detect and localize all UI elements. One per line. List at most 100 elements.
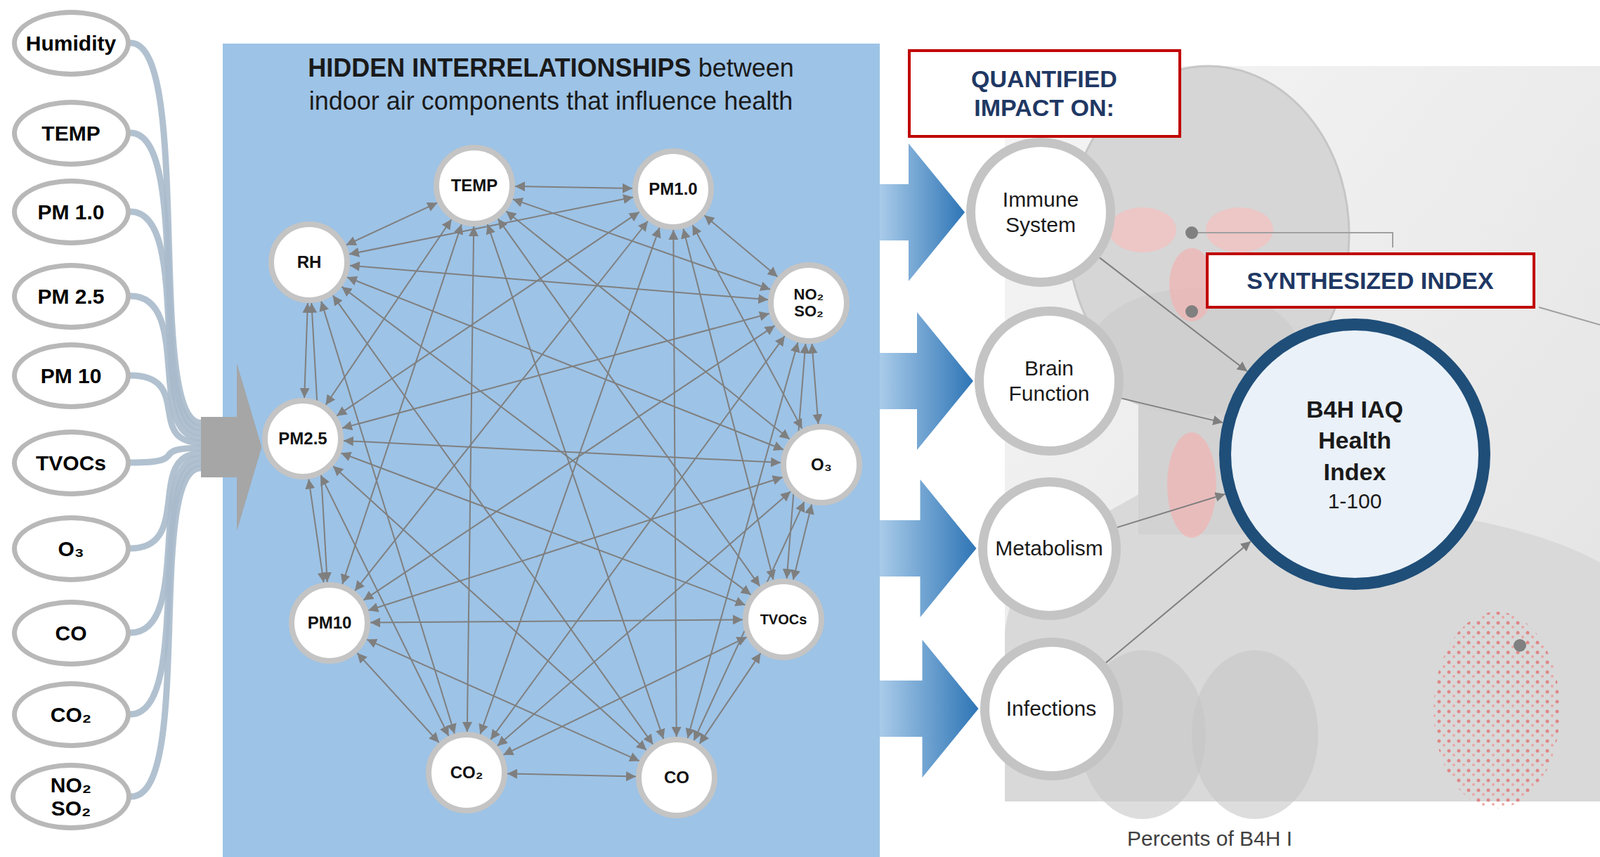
component-circle: PM10 bbox=[288, 581, 371, 664]
label-holder: Percents of B4H I bbox=[1127, 826, 1293, 851]
component-circle: CO₂ bbox=[425, 731, 508, 813]
input-flow-line bbox=[130, 211, 202, 433]
title-emphasis: HIDDEN INTERRELATIONSHIPS bbox=[307, 53, 691, 83]
relation-line bbox=[321, 475, 450, 736]
connector bbox=[812, 343, 819, 424]
connector bbox=[515, 186, 633, 189]
connector bbox=[693, 501, 804, 741]
eye-socket bbox=[1108, 207, 1177, 253]
relation-line bbox=[507, 772, 636, 776]
connector bbox=[130, 363, 263, 530]
connector bbox=[130, 295, 263, 530]
leader-line bbox=[1198, 232, 1393, 248]
lung bbox=[1191, 649, 1319, 819]
input-ellipse: CO₂ bbox=[11, 680, 131, 748]
connector bbox=[503, 636, 747, 755]
block-arrow bbox=[879, 479, 977, 617]
relation-line bbox=[333, 295, 654, 745]
connector bbox=[356, 652, 440, 743]
relation-line bbox=[687, 342, 799, 738]
relation-line bbox=[368, 477, 783, 611]
connector bbox=[366, 639, 640, 762]
input-ellipse: TEMP bbox=[11, 99, 131, 167]
node-text: TEMP bbox=[451, 176, 499, 195]
connector bbox=[130, 363, 263, 633]
component-circle: TVOCs bbox=[742, 578, 825, 660]
input-ellipse: NO₂ SO₂ bbox=[10, 762, 132, 830]
connector bbox=[321, 475, 450, 736]
throat bbox=[1167, 432, 1217, 538]
relation-line bbox=[346, 202, 438, 245]
merge-arrow bbox=[200, 363, 262, 530]
relation-line bbox=[704, 215, 778, 277]
input-flow-line bbox=[130, 132, 202, 428]
relation-line bbox=[812, 343, 819, 424]
panel-title: HIDDEN INTERRELATIONSHIPSbetween indoor … bbox=[283, 51, 818, 119]
connector bbox=[343, 440, 781, 463]
component-circle: TEMP bbox=[433, 144, 516, 227]
connector bbox=[333, 465, 647, 750]
connector bbox=[490, 335, 785, 740]
connector bbox=[879, 311, 974, 450]
leader-line bbox=[1538, 307, 1600, 325]
connector bbox=[1106, 541, 1251, 663]
connector bbox=[130, 132, 263, 530]
node-text: TVOCs bbox=[35, 451, 107, 475]
connector bbox=[479, 227, 660, 735]
input-flow-line bbox=[130, 42, 202, 424]
footer-label: Percents of B4H I bbox=[1127, 826, 1293, 850]
node-text: RH bbox=[297, 252, 322, 272]
relation-line bbox=[326, 219, 452, 405]
connector bbox=[1117, 493, 1226, 528]
relation-line bbox=[311, 302, 327, 582]
connector bbox=[793, 503, 812, 580]
node-text: O₃ bbox=[810, 455, 832, 474]
connector bbox=[879, 479, 977, 617]
node-text: CO₂ bbox=[50, 702, 92, 726]
input-flow-line bbox=[130, 453, 202, 549]
component-circle: O₃ bbox=[780, 423, 863, 506]
node-text: 1-100 bbox=[1328, 486, 1383, 515]
marker-dot bbox=[1513, 638, 1527, 652]
connector bbox=[342, 224, 462, 584]
connector bbox=[498, 218, 761, 587]
connector bbox=[505, 210, 790, 439]
component-circle: CO bbox=[635, 736, 718, 818]
node-text: Brain Function bbox=[990, 355, 1107, 407]
relation-line bbox=[333, 465, 647, 750]
relation-line bbox=[349, 196, 634, 254]
input-ellipse: PM 2.5 bbox=[11, 262, 131, 330]
relation-line bbox=[1099, 257, 1248, 372]
block-arrow bbox=[879, 639, 979, 778]
component-circle: PM1.0 bbox=[632, 148, 714, 230]
input-flow-line bbox=[130, 295, 202, 438]
merge-arrow bbox=[200, 363, 262, 530]
relation-line bbox=[1117, 493, 1226, 528]
merge-arrow bbox=[200, 363, 262, 530]
node-text: PM1.0 bbox=[648, 179, 698, 199]
impact-circle: Metabolism bbox=[978, 477, 1121, 620]
relation-line bbox=[356, 652, 440, 743]
connector bbox=[487, 224, 664, 739]
connector bbox=[349, 196, 634, 254]
connector bbox=[341, 286, 751, 595]
block-arrow bbox=[879, 311, 974, 450]
connector bbox=[507, 772, 636, 776]
node-text: Humidity bbox=[25, 31, 116, 55]
skin-dots bbox=[1433, 611, 1560, 809]
connector bbox=[1099, 257, 1248, 372]
relation-line bbox=[793, 503, 812, 580]
connector bbox=[368, 477, 783, 611]
connector bbox=[370, 619, 743, 622]
relation-line bbox=[512, 198, 771, 290]
relation-line bbox=[343, 440, 781, 463]
input-ellipse: O₃ bbox=[11, 515, 131, 582]
connector bbox=[321, 300, 455, 733]
connector bbox=[130, 363, 263, 530]
input-ellipse: TVOCs bbox=[11, 429, 131, 497]
node-text: PM 10 bbox=[40, 363, 102, 388]
input-flow-line bbox=[130, 463, 202, 714]
input-flow-line bbox=[131, 467, 201, 797]
relation-line bbox=[347, 276, 784, 450]
connector bbox=[1121, 398, 1223, 424]
